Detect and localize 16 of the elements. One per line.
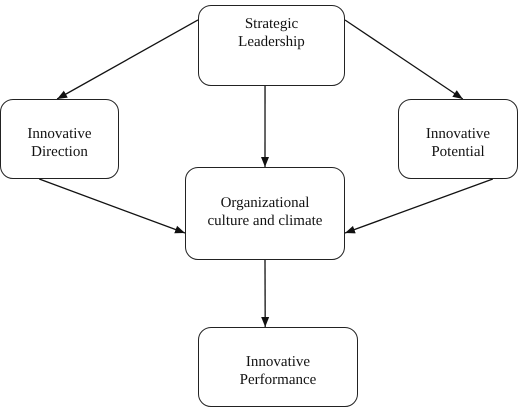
process-box bbox=[398, 99, 518, 179]
node-label: Innovative Potential bbox=[424, 125, 492, 161]
node-label: Innovative Direction bbox=[26, 125, 93, 161]
process-box bbox=[198, 327, 358, 407]
arrow bbox=[261, 86, 269, 167]
process-box bbox=[198, 5, 345, 86]
arrow bbox=[56, 19, 198, 100]
node-label: Strategic Leadership bbox=[237, 15, 306, 51]
process-box bbox=[0, 99, 119, 179]
process-box bbox=[185, 167, 345, 260]
node-label: Organizational culture and climate bbox=[206, 194, 324, 230]
arrow bbox=[261, 260, 270, 327]
arrow bbox=[39, 178, 186, 234]
arrow bbox=[344, 178, 494, 234]
arrow bbox=[344, 19, 464, 100]
node-label: Innovative Performance bbox=[238, 353, 318, 389]
